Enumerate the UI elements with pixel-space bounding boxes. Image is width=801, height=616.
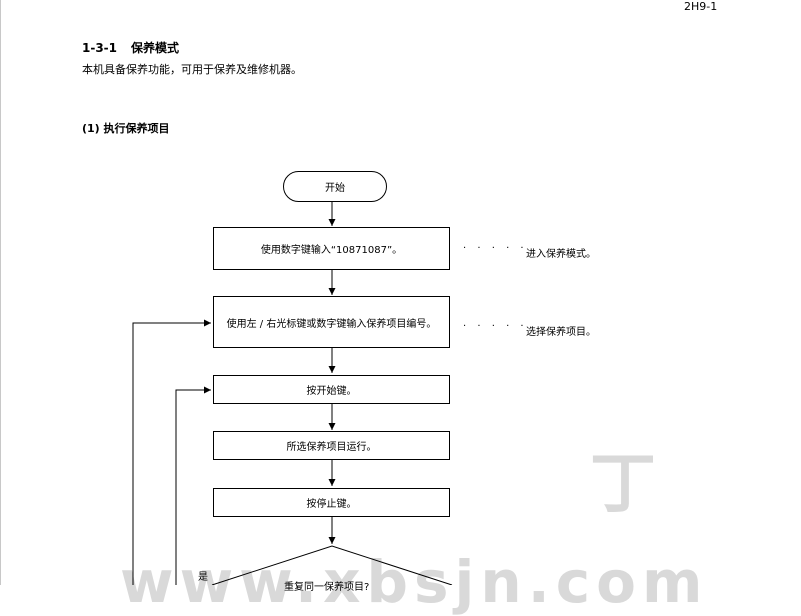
page-left-rule	[0, 0, 1, 585]
leader-dots-2: · · · · ·	[463, 321, 528, 332]
watermark-glyph: 丁	[590, 445, 656, 522]
leader-dots-1: · · · · ·	[463, 243, 528, 254]
yes-branch-label: 是	[198, 572, 208, 583]
intro-text: 本机具备保养功能，可用于保养及维修机器。	[82, 63, 302, 76]
section-title: 保养模式	[131, 41, 180, 55]
flow-step-press-start: 按开始键。	[213, 375, 450, 404]
flowchart-connectors	[132, 201, 453, 585]
flow-step-item-runs: 所选保养项目运行。	[213, 431, 450, 460]
decision-diamond	[211, 545, 453, 585]
note-select-item: 选择保养项目。	[526, 327, 596, 338]
page-code: 2H9-1	[684, 0, 718, 13]
note-enter-maintenance-mode: 进入保养模式。	[526, 249, 596, 260]
flow-step-enter-code: 使用数字键输入“10871087”。	[213, 227, 450, 270]
subsection-heading: (1) 执行保养项目	[82, 122, 170, 135]
section-heading: 1-3-1 保养模式	[82, 39, 179, 56]
loop-no-to-step2	[132, 319, 211, 585]
flow-step-press-stop: 按停止键。	[213, 488, 450, 517]
flow-step-select-item: 使用左 / 右光标键或数字键输入保养项目编号。	[213, 296, 450, 348]
flow-start-terminal: 开始	[283, 171, 387, 202]
decision-question: 重复同一保养项目?	[284, 582, 370, 593]
section-number: 1-3-1	[82, 41, 118, 55]
loop-yes-to-step3	[175, 386, 211, 585]
